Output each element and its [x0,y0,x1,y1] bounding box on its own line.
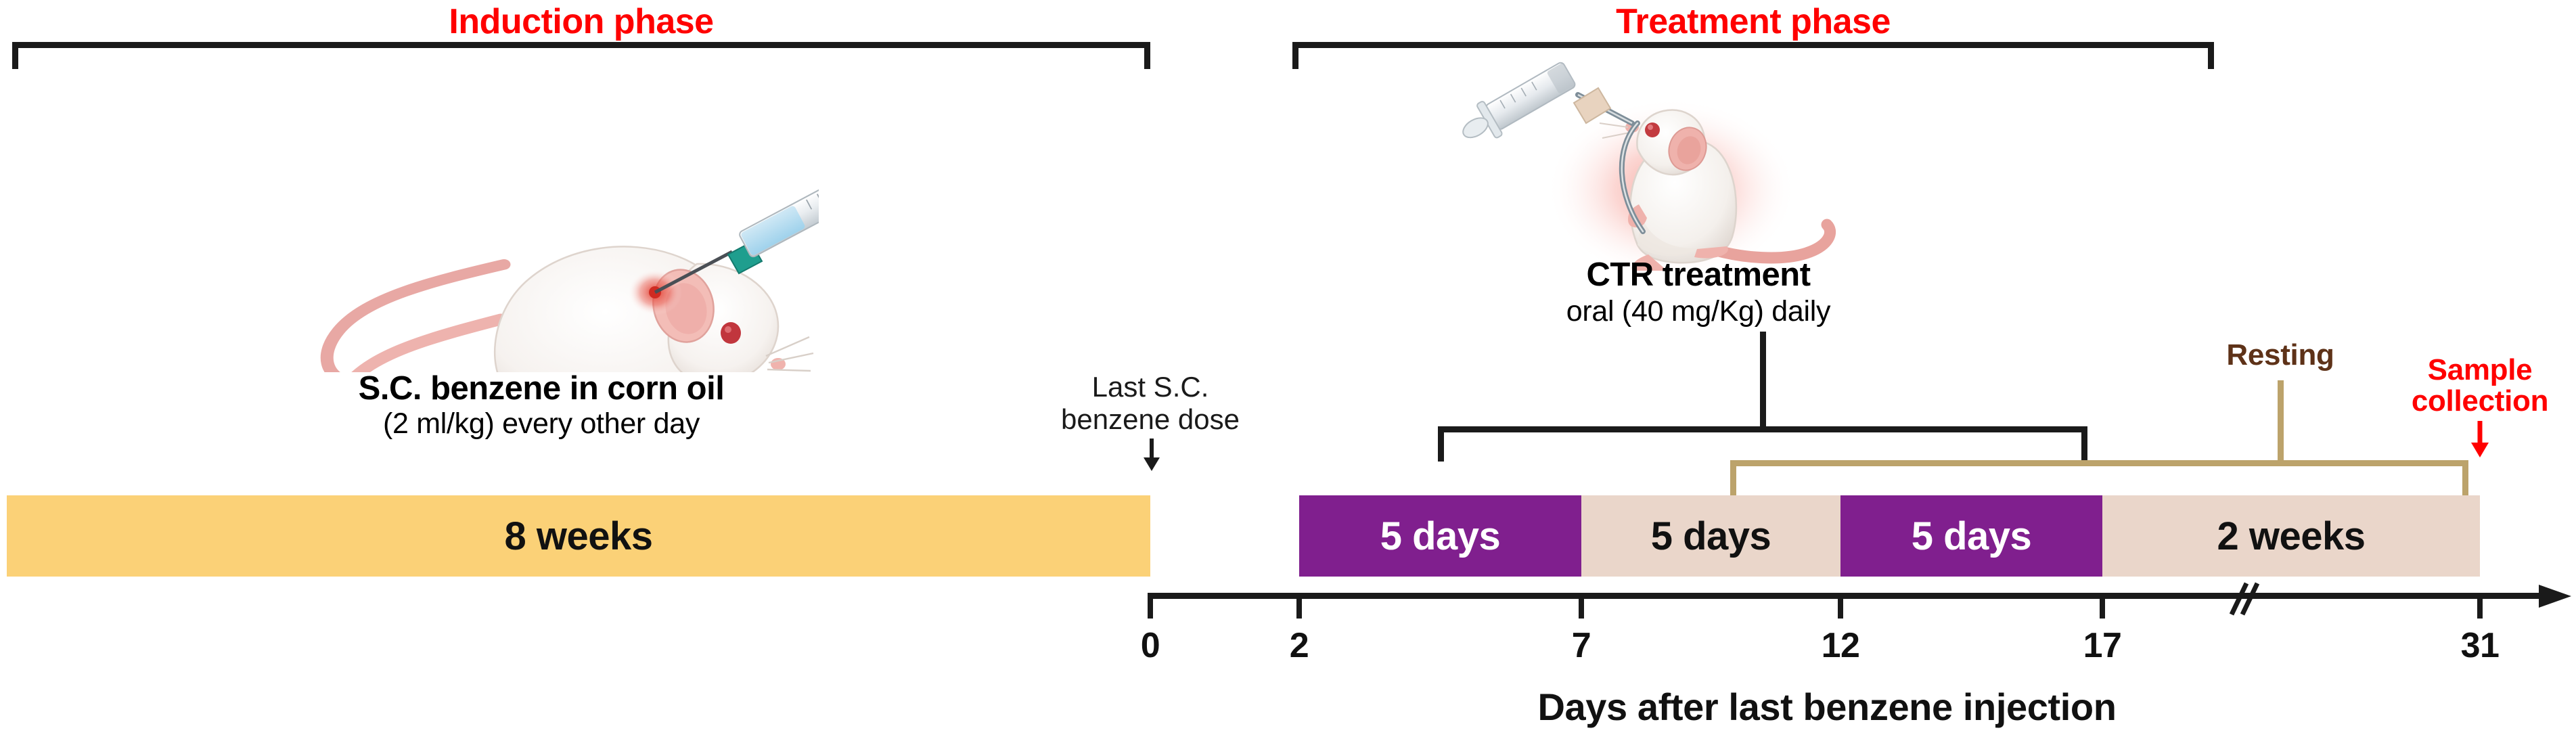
axis-tick-0 [1148,593,1153,619]
axis-tick-17 [2100,593,2105,619]
axis-tick-label-31: 31 [2460,626,2500,665]
timeline-segment-induction: 8 weeks [7,495,1150,577]
sample-collection-label-line2: collection [2411,384,2549,418]
axis-tick-7 [1579,593,1584,619]
timeline-segment-induction-label: 8 weeks [504,514,653,558]
axis-break-icon [2219,579,2267,619]
axis-tick-12 [1838,593,1843,619]
mouse-subcutaneous-injection-icon [264,95,865,439]
axis-tick-label-12: 12 [1821,626,1860,665]
sample-collection-label-line1: Sample [2427,353,2533,386]
last-dose-label-line2: benzene dose [1061,403,1240,435]
treatment-drug-label-line1: CTR treatment [1586,256,1811,293]
treatment-phase-bracket [1292,42,2214,69]
down-arrow-icon [1138,439,1165,472]
timeline-segment-ctr-cycle-1-label: 5 days [1380,514,1501,558]
induction-drug-label-line1: S.C. benzene in corn oil [358,370,725,407]
timeline-segment-ctr-cycle-2-label: 5 days [1911,514,2032,558]
induction-phase-title: Induction phase [449,2,714,41]
axis-arrow-icon [2539,579,2574,613]
last-dose-label-line1: Last S.C. [1091,371,1209,403]
ctr-dosing-bracket [1438,426,2087,462]
resting-stem [2278,380,2284,466]
down-arrow-red-icon [2466,421,2493,459]
induction-phase-bracket [12,42,1150,69]
treatment-drug-label-line2: oral (40 mg/Kg) daily [1566,295,1831,328]
timeline-segment-ctr-cycle-1: 5 days [1299,495,1581,577]
axis-tick-31 [2477,593,2483,619]
timeline-segment-ctr-cycle-2: 5 days [1840,495,2102,577]
timeline-segment-resting-period: 2 weeks [2102,495,2480,577]
axis-tick-label-2: 2 [1289,626,1309,665]
ctr-treatment-stem [1760,332,1766,432]
axis-tick-label-7: 7 [1571,626,1591,665]
treatment-phase-title: Treatment phase [1616,2,1891,41]
axis-tick-label-0: 0 [1140,626,1160,665]
induction-drug-label-line2: (2 ml/kg) every other day [382,407,700,440]
axis-tick-2 [1296,593,1302,619]
timeline-segment-resting-period-label: 2 weeks [2217,514,2366,558]
timeline-segment-washout-1: 5 days [1581,495,1840,577]
axis-title: Days after last benzene injection [1537,686,2117,728]
timeline-segment-washout-1-label: 5 days [1650,514,1771,558]
resting-label: Resting [2226,338,2334,372]
mouse-oral-gavage-icon [1434,47,1908,281]
timeline-axis-line [1150,593,2544,599]
axis-tick-label-17: 17 [2083,626,2122,665]
resting-bracket [1730,460,2468,495]
